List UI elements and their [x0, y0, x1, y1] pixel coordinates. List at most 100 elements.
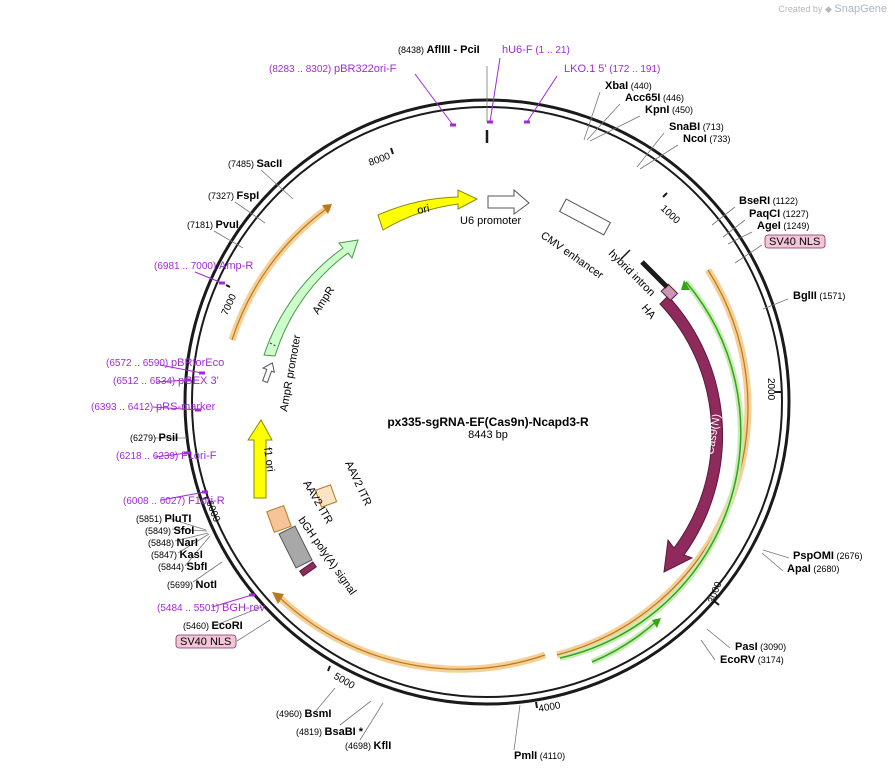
leader-line	[706, 628, 731, 649]
enzyme-label[interactable]: (5699) NotI	[167, 579, 217, 591]
enzyme-label[interactable]: KpnI (450)	[645, 104, 693, 116]
primer-label[interactable]: (6008 .. 6027) F1ori-R	[123, 495, 225, 507]
primer-label[interactable]: (6218 .. 6239) F1ori-F	[116, 450, 217, 462]
backbone-outer	[183, 98, 791, 706]
leader-line	[260, 169, 294, 200]
sv40-nls-label-box[interactable]	[175, 634, 237, 649]
enzyme-label[interactable]: (6279) PsiI	[130, 432, 178, 444]
feature-label-sv40-nls[interactable]: SV40 NLS	[180, 636, 231, 648]
enzyme-label[interactable]: (5848) NarI	[148, 537, 198, 549]
enzyme-label[interactable]: (7181) PvuI	[187, 219, 239, 231]
enzyme-label[interactable]: Acc65I (446)	[625, 92, 684, 104]
orange-arrow-head-2	[322, 204, 332, 214]
leader-line	[762, 549, 790, 559]
enzyme-label[interactable]: ApaI (2680)	[787, 563, 839, 575]
enzyme-label[interactable]: (4698) KflI	[345, 740, 391, 752]
green-arrow-head-2	[652, 618, 661, 628]
primer-label[interactable]: (6393 .. 6412) pRS-marker	[91, 401, 216, 413]
enzyme-label[interactable]: (5460) EcoRI	[183, 620, 243, 632]
enzyme-label[interactable]: (8438) AflIII - PciI	[398, 44, 480, 56]
leader-line	[727, 231, 753, 245]
leader-line	[339, 700, 372, 726]
leader-line	[152, 406, 199, 411]
enzyme-label[interactable]: PaqCI (1227)	[749, 208, 809, 220]
primer-label[interactable]: hU6-F (1 .. 21)	[502, 44, 570, 56]
cas9-feature	[659, 295, 724, 573]
enzyme-label[interactable]: SnaBI (713)	[669, 121, 724, 133]
leader-line	[177, 533, 210, 554]
enzyme-label[interactable]: (7485) SacII	[228, 158, 282, 170]
enzyme-label[interactable]: AgeI (1249)	[757, 220, 809, 232]
snapgene-watermark: Created by ◆ SnapGene	[778, 3, 887, 15]
feature-label-aav2-itr-1: AAV2 ITR	[342, 459, 373, 508]
feature-label-u6: U6 promoter	[460, 215, 521, 227]
tick-1000: 1000	[658, 192, 682, 227]
leader-line	[194, 271, 223, 284]
enzyme-label[interactable]: NcoI (733)	[683, 133, 730, 145]
primer-marker	[450, 123, 456, 127]
orange-arrow-head	[272, 592, 284, 604]
leader-line	[171, 528, 208, 532]
enzyme-label[interactable]: BseRI (1122)	[739, 195, 798, 207]
leader-line	[211, 594, 253, 608]
primer-marker	[199, 371, 205, 375]
primer-label[interactable]: LKO.1 5' (172 .. 191)	[564, 63, 660, 75]
leader-line	[761, 552, 784, 572]
tick-5000: 5000	[327, 665, 357, 692]
green-arrow-head	[681, 280, 690, 290]
enzyme-label[interactable]: BglII (1571)	[793, 290, 845, 302]
leader-line	[583, 91, 601, 141]
enzyme-label[interactable]: XbaI (440)	[605, 80, 652, 92]
leader-line	[154, 452, 188, 458]
leader-line	[586, 103, 621, 141]
primer-label[interactable]: (8283 .. 8302) pBR322ori-F	[269, 63, 397, 75]
primer-marker	[487, 120, 493, 124]
primer-label[interactable]: (6572 .. 6590) pBRforEco	[106, 357, 224, 369]
enzyme-label[interactable]: (5847) KasI	[151, 549, 203, 561]
leader-line	[722, 219, 746, 238]
leader-line	[639, 144, 679, 170]
leader-line	[174, 532, 209, 542]
enzyme-label[interactable]: (5849) SfoI	[145, 525, 194, 537]
watermark-prefix: Created by	[778, 4, 823, 14]
primer-label[interactable]: (6981 .. 7000) Amp-R	[154, 260, 253, 272]
enzyme-label[interactable]: (7327) FspI	[208, 190, 259, 202]
ampr-promoter-feature	[261, 362, 275, 384]
primer-marker	[219, 281, 225, 285]
enzyme-label[interactable]: (4819) BsaBI *	[296, 726, 364, 738]
sv40-nls-feature-bottom	[299, 561, 317, 577]
ori-feature	[377, 189, 479, 231]
leader-line	[192, 561, 223, 583]
primer-marker	[184, 451, 190, 455]
enzyme-label[interactable]: (4960) BsmI	[276, 708, 331, 720]
feature-label-ori: ori	[416, 203, 430, 217]
leader-line	[236, 619, 271, 642]
enzyme-label[interactable]: PasI (3090)	[735, 641, 786, 653]
tick-label-4000: 4000	[538, 700, 562, 715]
leader-line	[489, 57, 501, 123]
leader-line	[526, 75, 558, 123]
f1-ori-feature	[247, 419, 273, 499]
enzyme-label[interactable]: PspOMI (2676)	[793, 550, 862, 562]
feature-label-ampr-promoter: AmpR promoter	[278, 334, 303, 413]
primer-label[interactable]: (6512 .. 6534) pGEX 3'	[113, 375, 219, 387]
leader-line	[414, 73, 454, 126]
leader-line	[734, 244, 763, 264]
enzyme-label[interactable]: EcoRV (3174)	[720, 654, 784, 666]
primer-marker	[195, 408, 201, 412]
tick-7000: 7000	[220, 284, 239, 317]
enzyme-label[interactable]: PmlI (4110)	[514, 750, 565, 762]
orange-track-bottom	[275, 593, 547, 673]
feature-label-sv40-nls[interactable]: SV40 NLS	[769, 236, 820, 248]
enzyme-label[interactable]: (5844) SbfI	[158, 561, 207, 573]
bgh-polya-feature	[278, 525, 313, 569]
u6-promoter-feature	[487, 188, 530, 215]
tick-4000: 4000	[535, 700, 562, 715]
enzyme-label[interactable]: (5851) PluTI	[136, 513, 191, 525]
primer-label[interactable]: (5484 .. 5501) BGH-rev	[157, 602, 265, 614]
primer-marker	[249, 593, 255, 597]
aav2-itr-feature-2	[266, 504, 292, 534]
leader-line	[711, 206, 736, 226]
sv40-nls-label-box[interactable]	[764, 234, 826, 249]
